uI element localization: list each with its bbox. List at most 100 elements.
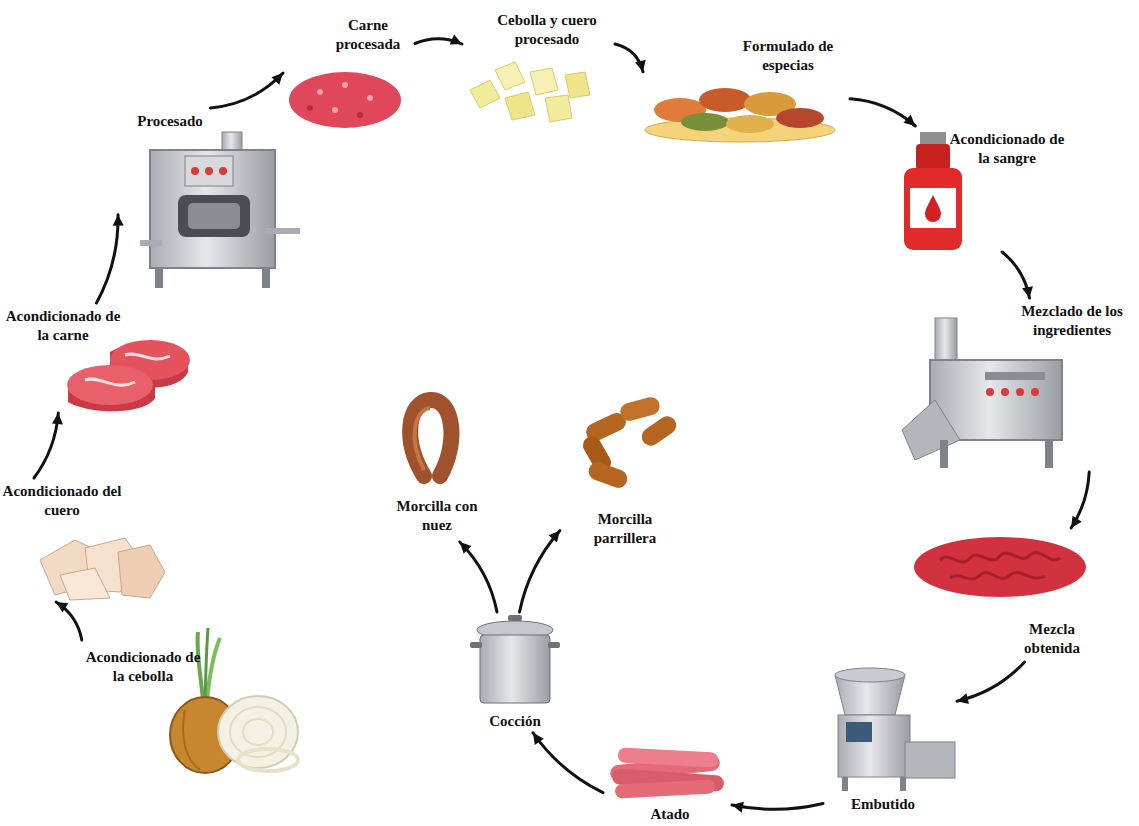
processing-machine-part: [265, 228, 300, 234]
step-mixing: Mezclado de los ingredientes: [898, 298, 1137, 472]
mixer-machine-part: [902, 400, 960, 460]
stuffing-machine-part: [842, 777, 848, 791]
step-product: Morcilla parrillera: [560, 392, 680, 555]
meat-picture: [67, 340, 190, 411]
flow-arrow: [520, 531, 561, 612]
meat-picture-part: [125, 354, 170, 359]
step-tying: Atado: [603, 743, 732, 826]
onion-picture-part: [243, 719, 273, 745]
processing-machine-part: [219, 167, 227, 175]
flow-arrow: [460, 542, 497, 612]
meat-picture-part: [67, 365, 153, 405]
step-meat: Acondicionado de la carne: [1, 303, 192, 413]
flow-arrow: [615, 44, 646, 72]
blood-bottle-part: [925, 195, 941, 222]
step-label: Carne procesada: [323, 16, 413, 54]
onion-picture-part: [238, 749, 298, 771]
arrow-line: [615, 44, 643, 72]
step-label: Morcilla parrillera: [575, 510, 675, 548]
arrow-head: [113, 215, 124, 226]
minced-meat-part: [342, 82, 348, 88]
blood-bottle-part: [910, 188, 956, 228]
mixture-mound-part: [950, 572, 1045, 579]
arrow-line: [533, 733, 603, 793]
flow-arrow: [211, 73, 284, 108]
arrow-head: [549, 531, 560, 543]
step-product: Morcilla con nuez: [380, 392, 494, 542]
processing-machine-part: [262, 268, 270, 288]
skin-picture: [40, 538, 165, 600]
stuffing-machine-part: [900, 777, 906, 791]
arrow-head: [460, 542, 472, 554]
mixer-machine-part: [985, 372, 1045, 380]
diced-onion-skin-part: [505, 92, 535, 120]
arrow-head: [732, 802, 744, 813]
spices-plate-part: [699, 88, 751, 112]
processing-machine-part: [150, 150, 275, 268]
processing-machine-part: [188, 203, 240, 229]
minced-meat-part: [332, 107, 338, 113]
flow-arrow: [34, 413, 63, 478]
spices-plate-part: [681, 113, 729, 131]
arrow-line: [211, 73, 284, 108]
processing-machine-part: [185, 156, 233, 186]
blood-bottle-part: [920, 132, 946, 144]
grill-sausages-part: [638, 413, 679, 450]
stuffing-machine: [835, 668, 955, 791]
flow-arrow: [850, 99, 915, 126]
flow-arrow: [97, 215, 124, 303]
stuffing-machine-part: [838, 715, 910, 777]
diced-onion-skin-part: [565, 72, 590, 98]
loop-sausage-part: [410, 400, 451, 476]
minced-meat-part: [307, 105, 313, 111]
stuffing-machine-part: [846, 722, 872, 742]
processing-machine: [140, 132, 300, 288]
step-label: Mezcla obtenida: [1007, 620, 1097, 658]
blood-bottle-part: [904, 168, 962, 250]
step-label: Mezclado de los ingredientes: [1010, 302, 1135, 340]
arrow-line: [460, 542, 497, 612]
tied-sausages: [609, 747, 724, 798]
step-label: Cocción: [475, 712, 555, 731]
arrow-line: [520, 531, 561, 612]
stuffing-machine-part: [835, 668, 905, 682]
arrow-line: [850, 99, 915, 126]
step-label: Formulado de especias: [728, 37, 848, 75]
diced-onion-skin-part: [470, 80, 500, 108]
mixer-machine-part: [986, 388, 994, 396]
diced-onion-skin-part: [545, 95, 572, 122]
arrow-line: [957, 662, 1025, 701]
grill-sausages-part: [586, 460, 630, 491]
cooking-pot-part: [548, 642, 560, 648]
step-stuffing: Embutido: [823, 663, 957, 816]
step-minced-meat: Carne procesada: [283, 14, 415, 132]
arrow-head: [271, 73, 283, 85]
arrow-line: [97, 215, 119, 303]
step-onion: Acondicionado de la cebolla: [75, 640, 302, 778]
flow-arrow: [1002, 252, 1033, 298]
processing-machine-part: [155, 268, 163, 288]
mixture-mound: [914, 537, 1086, 597]
flow-arrow: [732, 802, 823, 813]
loop-sausage-part: [415, 408, 430, 470]
minced-meat-part: [367, 95, 373, 101]
arrow-line: [732, 804, 823, 810]
flow-arrow: [957, 662, 1025, 704]
flow-arrow: [1071, 472, 1089, 528]
arrow-head: [450, 35, 462, 45]
step-label: Morcilla con nuez: [382, 497, 492, 535]
cooking-pot: [470, 615, 560, 703]
diced-onion-skin: [470, 62, 590, 122]
step-skin: Acondicionado del cuero: [0, 478, 170, 602]
cooking-pot-part: [508, 615, 522, 621]
meat-picture-part: [85, 379, 135, 385]
processing-machine-part: [191, 167, 199, 175]
arrow-line: [56, 602, 82, 640]
step-label: Acondicionado de la sangre: [945, 130, 1070, 168]
diced-onion-skin-part: [530, 68, 558, 95]
mixer-machine-part: [1031, 388, 1039, 396]
grill-sausages-part: [618, 395, 661, 423]
flow-arrow: [56, 602, 82, 640]
step-label: Atado: [640, 805, 700, 824]
